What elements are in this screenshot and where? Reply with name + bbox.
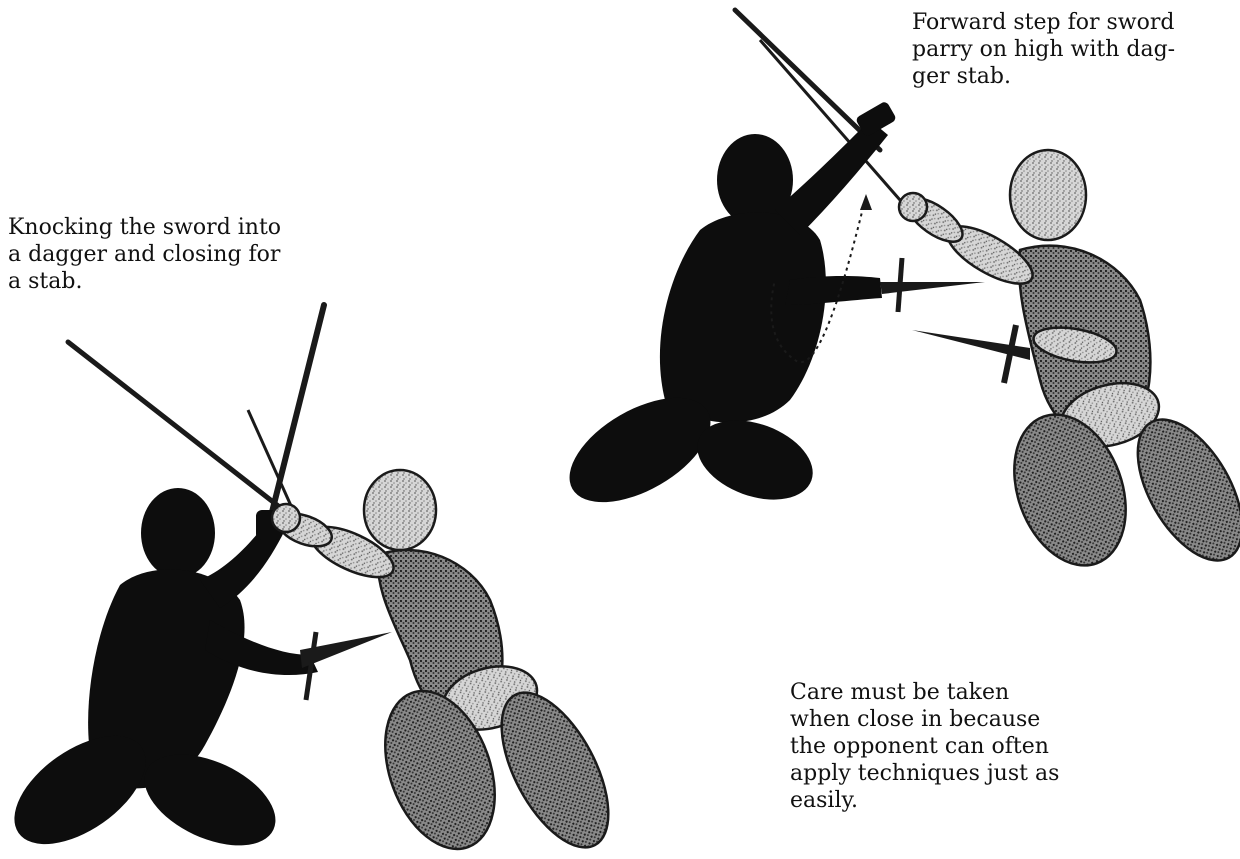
attacker-torso: [660, 212, 826, 422]
attacker-dagger-arm: [785, 276, 882, 305]
defender-head: [1010, 150, 1086, 240]
defender-figure-left: [272, 470, 630, 859]
attacker-dagger: [880, 282, 985, 294]
defender-figure-right: [899, 150, 1240, 581]
scene-sword-knock-dagger: [0, 305, 630, 859]
attacker-raised-sword-blade: [735, 10, 880, 150]
defender-sword-hand: [899, 193, 927, 221]
caption-care-close-in: Care must be taken when close in because…: [790, 679, 1110, 814]
caption-knocking-sword: Knocking the sword into a dagger and clo…: [8, 214, 348, 295]
attacker-dagger-guard: [898, 258, 902, 312]
attacker-silhouette-right: [552, 100, 897, 523]
defender-sword-blade: [270, 305, 324, 520]
defender-head: [364, 470, 436, 550]
scene-forward-step-parry: [552, 10, 1240, 581]
caption-forward-step-parry: Forward step for sword parry on high wit…: [912, 9, 1232, 90]
motion-arrowhead: [860, 194, 872, 210]
defender-sword-hand: [272, 504, 300, 532]
attacker-sword-blade: [68, 342, 286, 512]
attacker-head: [141, 488, 215, 578]
attacker-silhouette-left: [0, 488, 318, 859]
